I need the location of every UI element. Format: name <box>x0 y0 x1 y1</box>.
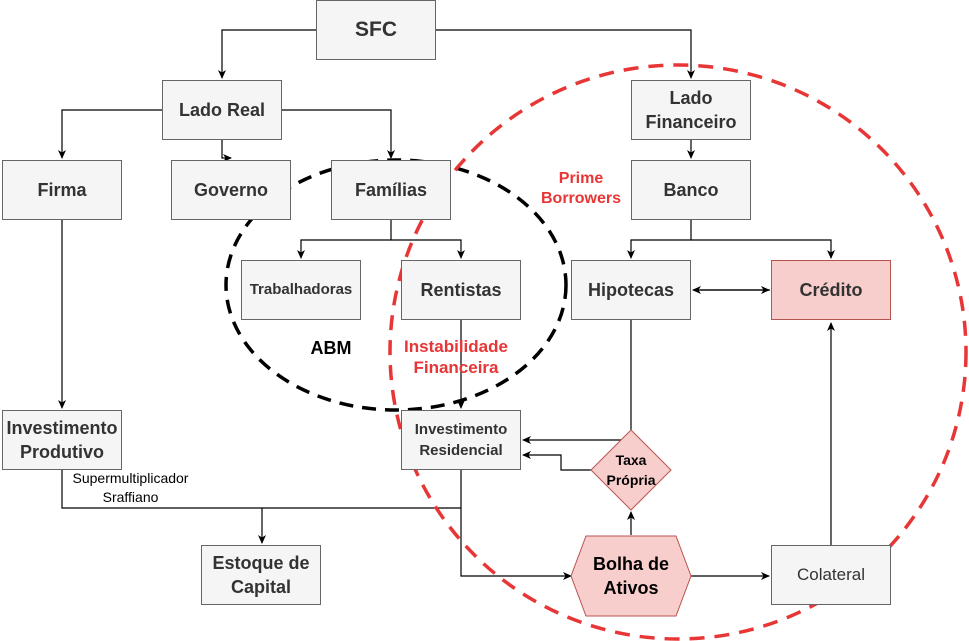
investimento-produtivo-node: Investimento Produtivo <box>2 410 122 470</box>
supermultiplicador-sraffiano-label: Supermultiplicador Sraffiano <box>72 470 189 505</box>
trabalhadoras-node: Trabalhadoras <box>241 260 361 320</box>
bolha-de-ativos-label: Bolha de Ativos <box>592 554 669 598</box>
financial-region-circle <box>388 63 968 641</box>
investimento-residencial-node: Investimento Residencial <box>401 410 521 470</box>
edge-sfc-lado-financeiro <box>436 29 695 79</box>
edge-sfc-lado-real <box>218 29 316 79</box>
banco-node: Banco <box>631 160 751 220</box>
governo-node: Governo <box>171 160 291 220</box>
firma-node: Firma <box>2 160 122 220</box>
edge-hipotecas-investimento-residencial <box>522 320 632 444</box>
lado-real-node: Lado Real <box>162 80 282 140</box>
edge-banco-hipotecas <box>627 220 692 259</box>
edge-investimento-residencial-bolha <box>460 470 572 580</box>
prime-borrowers-label: Prime Borrowers <box>540 170 622 207</box>
edge-banco-credito <box>691 239 835 259</box>
estoque-de-capital-node: Estoque de Capital <box>201 545 321 605</box>
hipotecas-node: Hipotecas <box>571 260 691 320</box>
edge-lado-real-familias <box>282 109 395 159</box>
edge-investimentos-estoque <box>61 470 461 543</box>
bolha-de-ativos-hexagon <box>570 535 692 617</box>
lado-financeiro-node: Lado Financeiro <box>631 80 751 140</box>
rentistas-node: Rentistas <box>401 260 521 320</box>
edge-lado-real-firma <box>58 109 162 159</box>
colateral-node: Colateral <box>771 545 891 605</box>
credito-node: Crédito <box>771 260 891 320</box>
sfc-node: SFC <box>316 0 436 60</box>
abm-label: ABM <box>310 338 352 358</box>
instabilidade-financeira-label: Instabilidade Financeira <box>404 337 508 377</box>
edge-taxa-investimento-residencial <box>522 451 592 471</box>
edge-familias-trabalhadoras <box>297 220 392 259</box>
familias-node: Famílias <box>331 160 451 220</box>
taxa-propria-diamond <box>590 429 672 511</box>
edge-lado-real-governo <box>221 140 232 162</box>
taxa-propria-label: Taxa Própria <box>606 452 656 488</box>
edge-familias-rentistas <box>391 239 465 259</box>
